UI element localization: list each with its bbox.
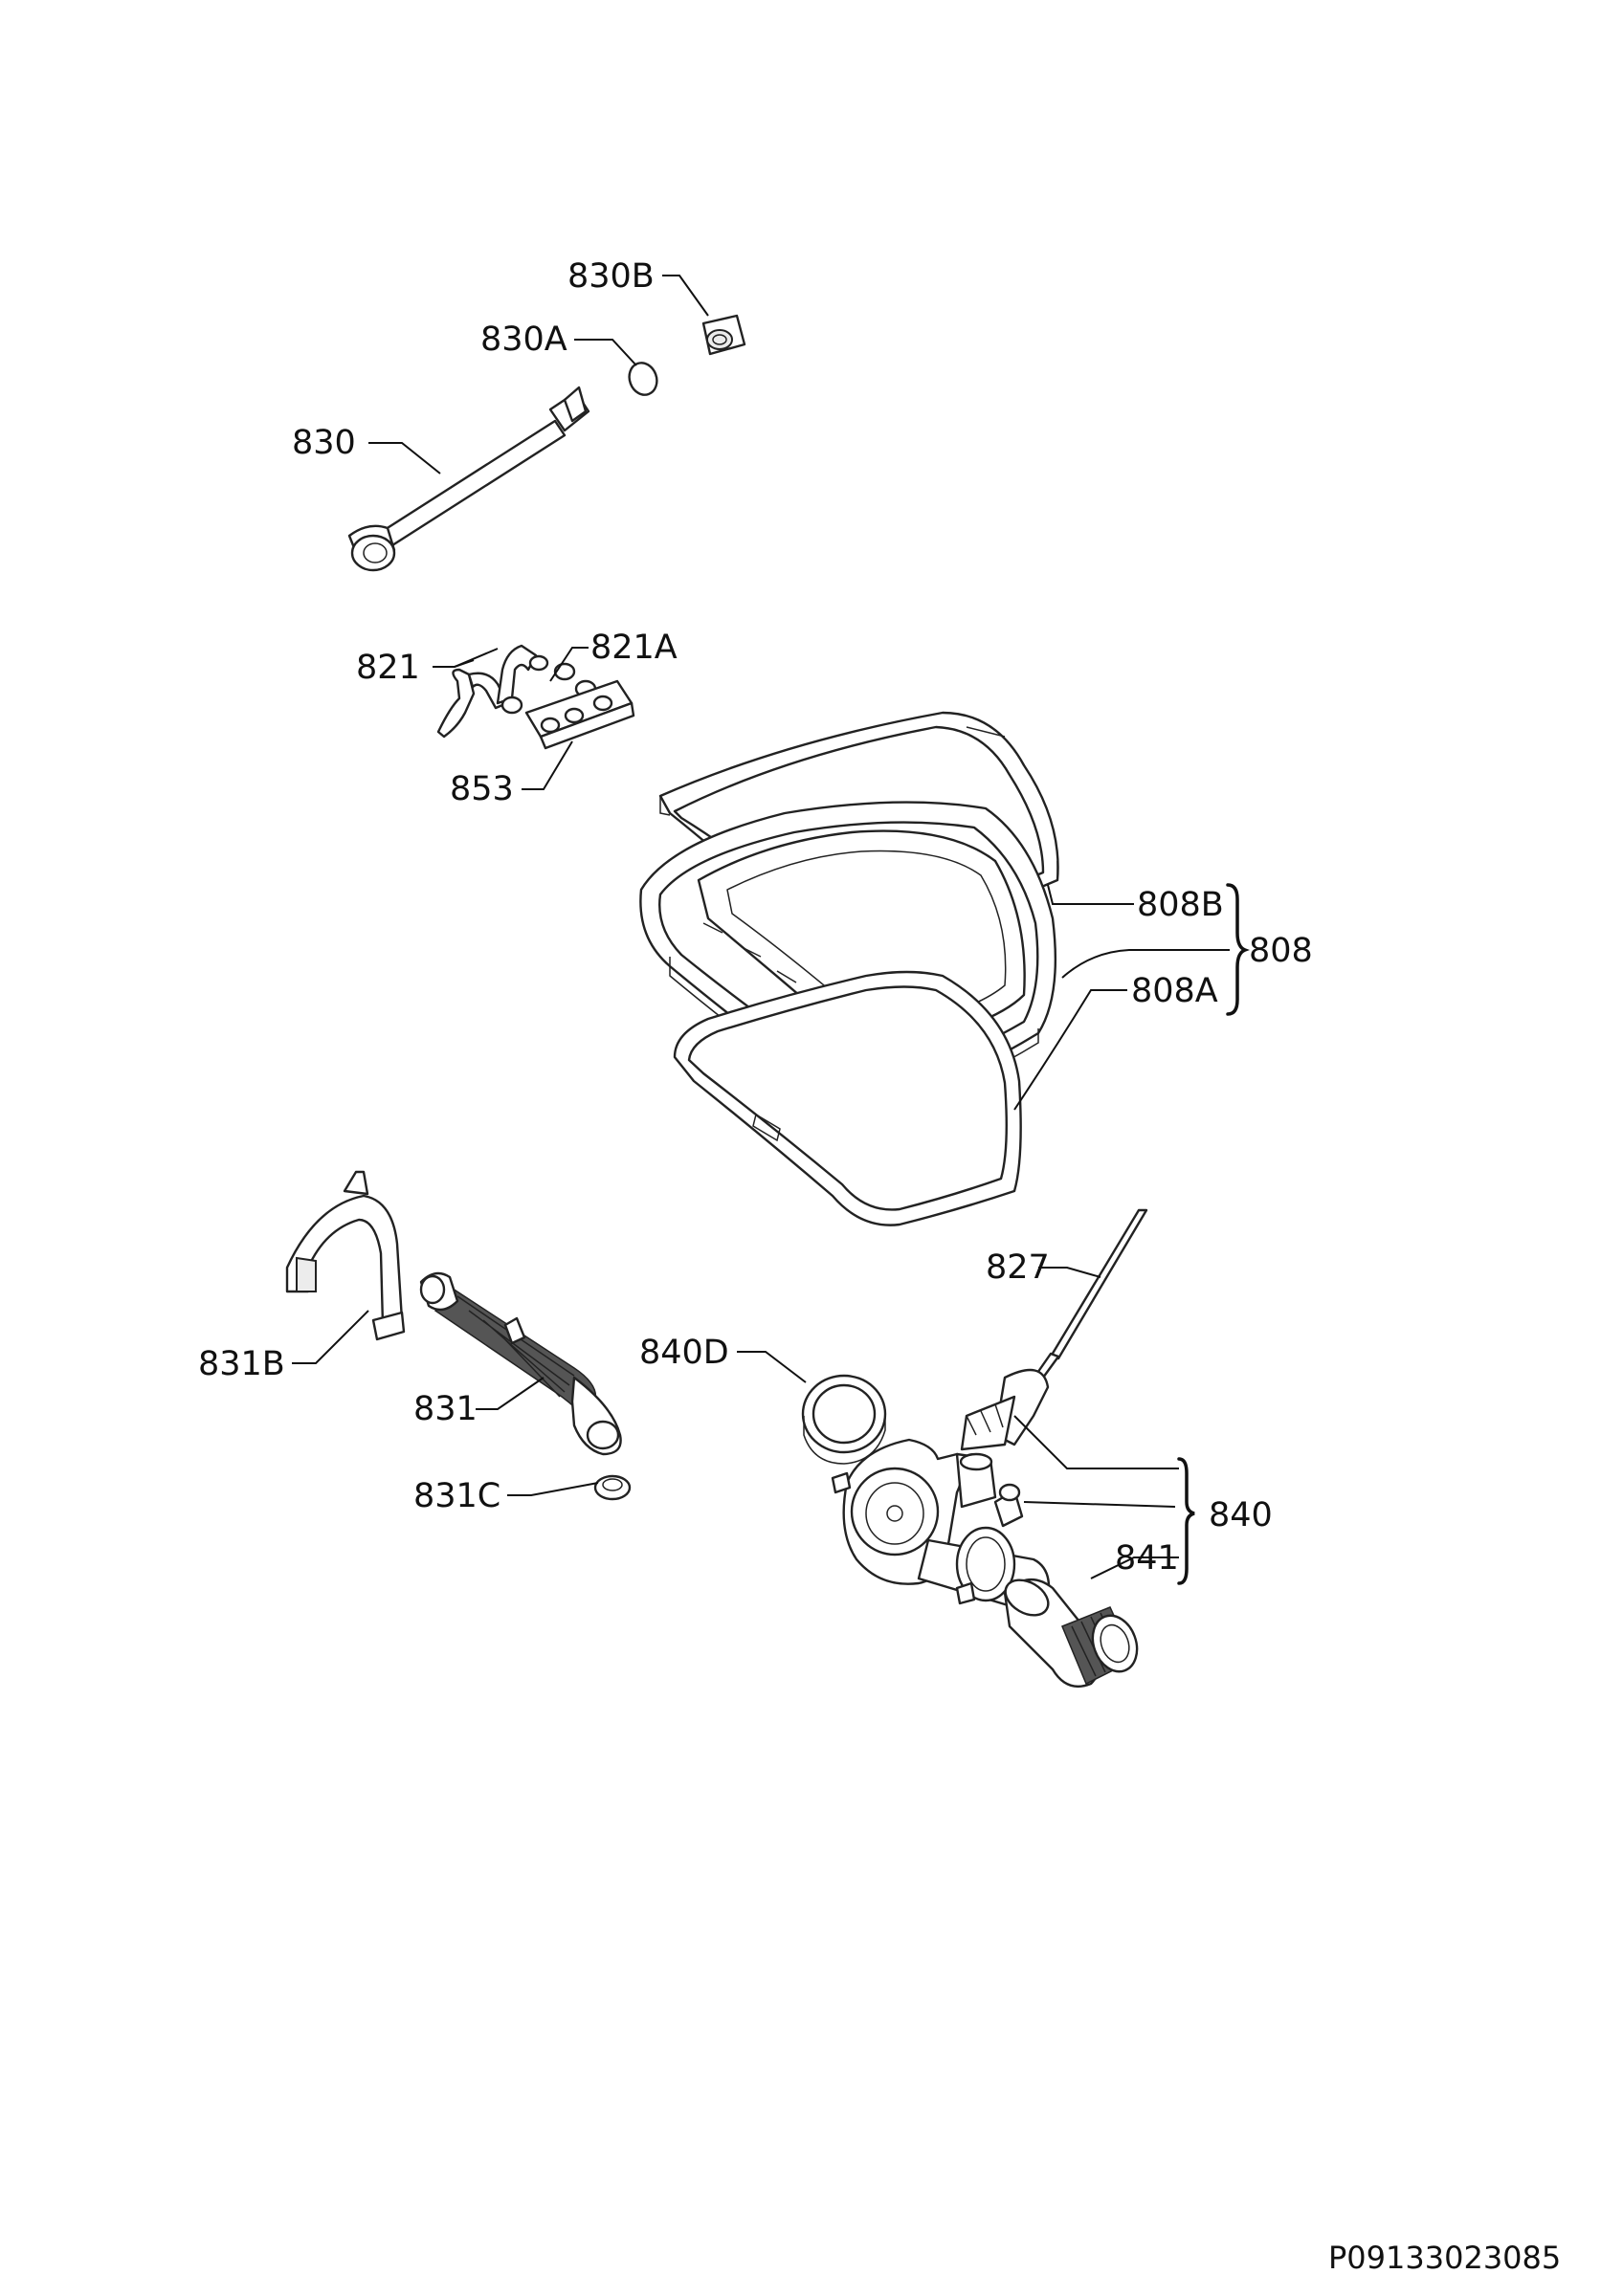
- label-841: 841: [1115, 1539, 1179, 1578]
- part-831B-hose-guide: [285, 1170, 406, 1341]
- label-853: 853: [450, 770, 514, 808]
- label-821A: 821A: [590, 629, 678, 667]
- label-831B: 831B: [198, 1345, 285, 1383]
- bracket-808: [1226, 883, 1250, 1016]
- label-840: 840: [1209, 1496, 1273, 1534]
- part-821-hoses: [436, 644, 549, 739]
- part-840-pump: [831, 1368, 1051, 1609]
- label-840D: 840D: [639, 1334, 729, 1372]
- label-808: 808: [1249, 932, 1313, 970]
- part-827-rod: [1034, 1208, 1148, 1380]
- part-831-drain-hose: [419, 1271, 622, 1456]
- part-831C-clamp: [593, 1474, 632, 1501]
- part-840D-seal-ring: [801, 1374, 887, 1465]
- document-code: P09133023085: [1328, 2240, 1561, 2276]
- label-821: 821: [356, 649, 420, 687]
- part-830-inlet-hose: [347, 386, 590, 572]
- label-830A: 830A: [480, 320, 567, 359]
- part-853-valve: [524, 679, 635, 750]
- part-841-filter: [1003, 1578, 1139, 1689]
- label-808B: 808B: [1137, 886, 1224, 924]
- label-830B: 830B: [567, 257, 655, 296]
- label-827: 827: [986, 1248, 1050, 1287]
- label-830: 830: [292, 424, 356, 462]
- label-831: 831: [413, 1390, 478, 1428]
- bracket-840: [1177, 1457, 1195, 1585]
- part-830A-o-ring: [628, 362, 658, 396]
- label-831C: 831C: [413, 1477, 500, 1515]
- label-808A: 808A: [1131, 972, 1218, 1010]
- leader-lines: [292, 275, 1230, 1579]
- part-830B-bush: [701, 314, 746, 356]
- part-808A-bottom-gasket: [673, 970, 1022, 1226]
